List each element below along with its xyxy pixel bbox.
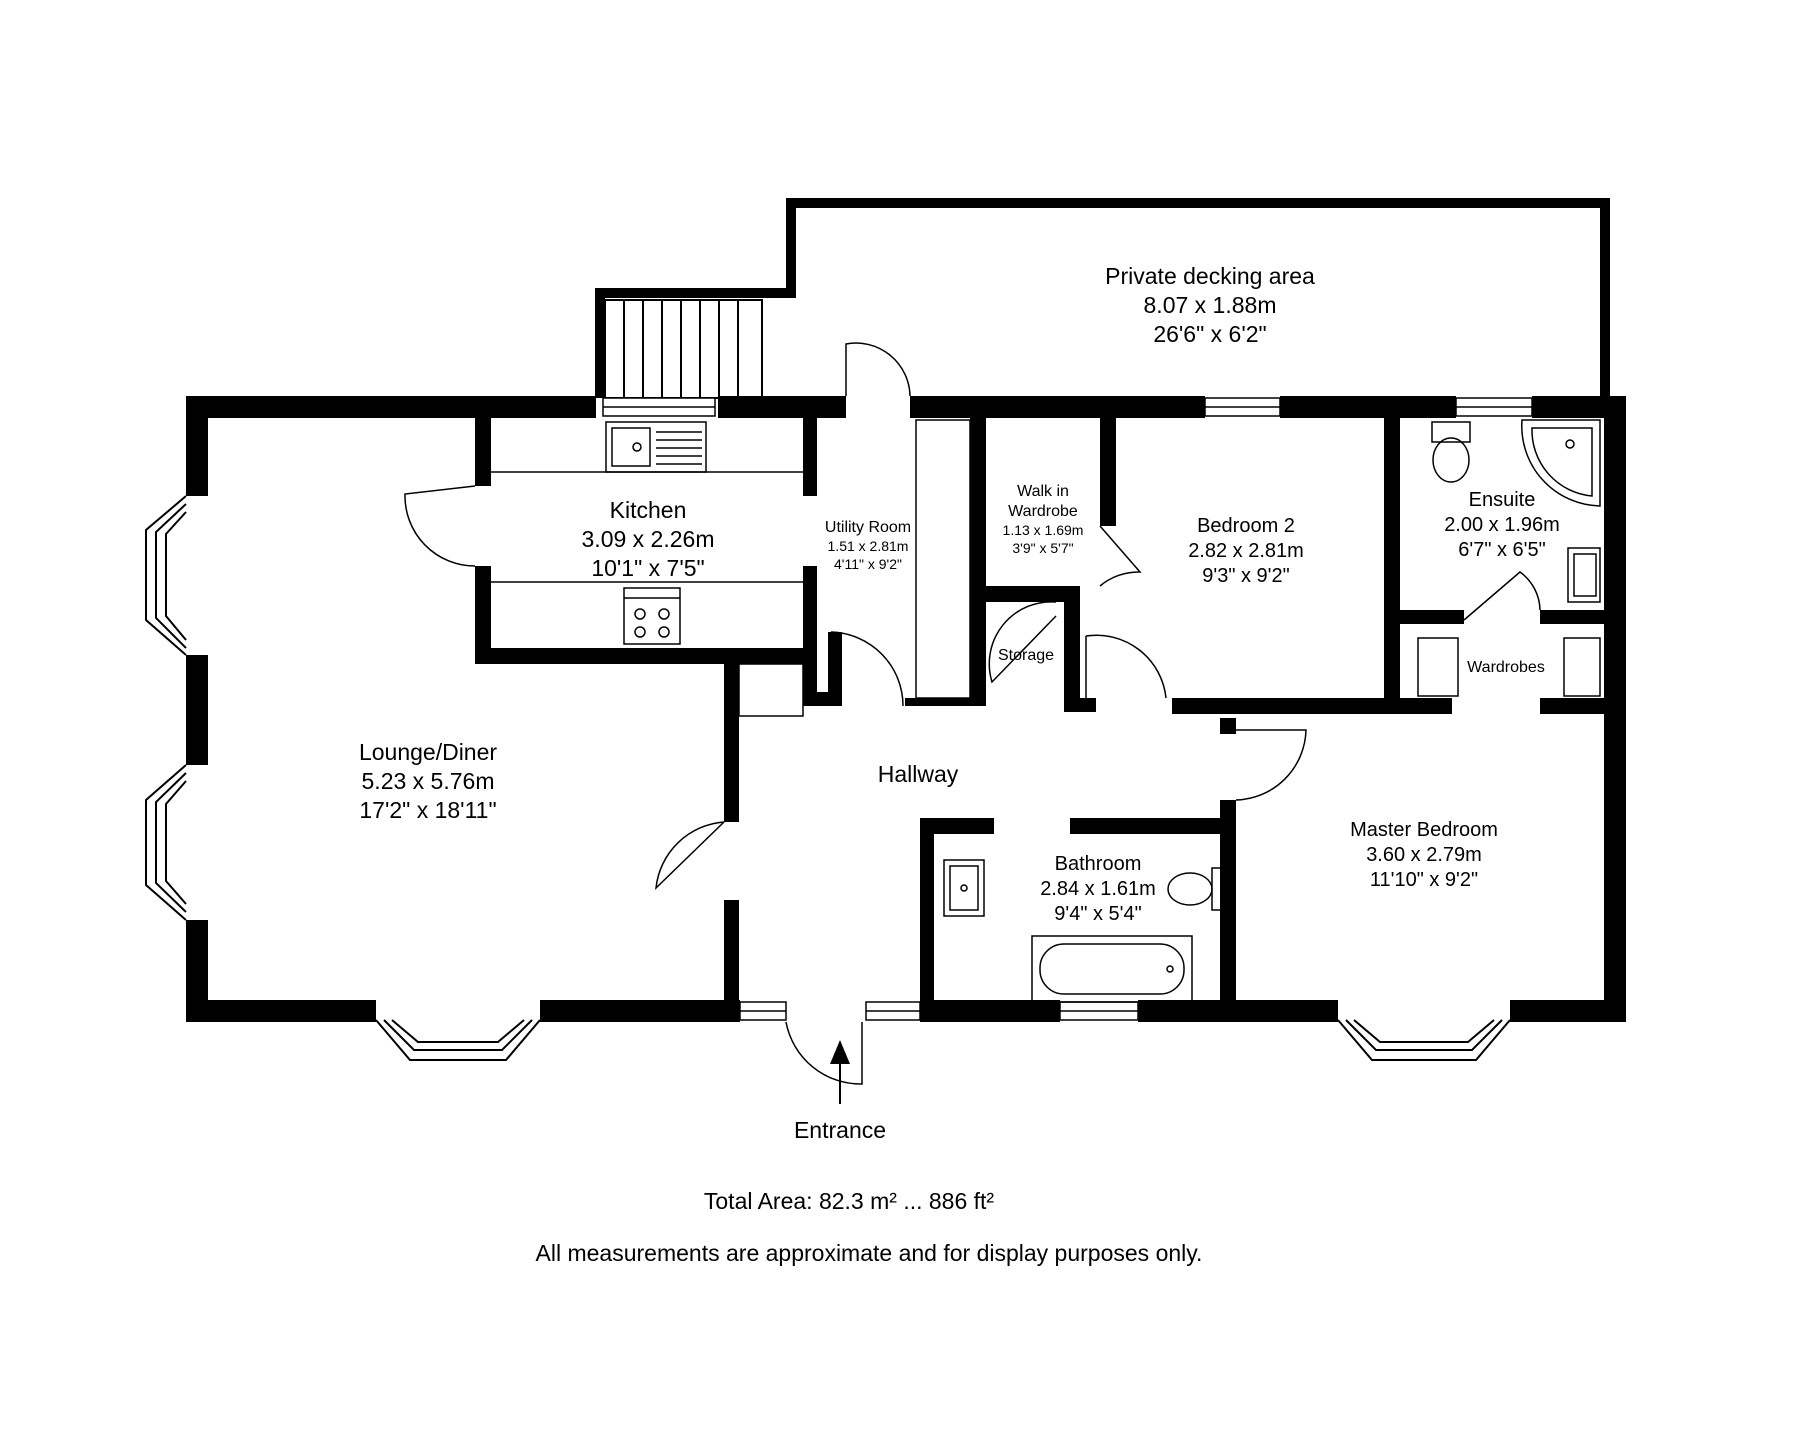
kitchen-name: Kitchen	[609, 497, 687, 523]
label-bedroom2: Bedroom 2 2.82 x 2.81m 9'3" x 9'2"	[1188, 514, 1304, 589]
interior-walls	[475, 416, 1606, 1020]
entrance-label: Entrance	[793, 1117, 887, 1143]
walkin-metric: 1.13 x 1.69m	[1002, 522, 1084, 538]
disclaimer: All measurements are approximate and for…	[535, 1240, 1203, 1266]
hallway-name: Hallway	[877, 761, 959, 787]
label-utility: Utility Room 1.51 x 2.81m 4'11" x 9'2"	[825, 518, 911, 573]
kitchen-metric: 3.09 x 2.26m	[581, 525, 715, 552]
ensuite-name: Ensuite	[1468, 489, 1536, 511]
exterior-walls	[186, 396, 1626, 1022]
bedroom2-imperial: 9'3" x 9'2"	[1202, 565, 1290, 587]
ensuite-fixtures	[1417, 419, 1601, 697]
label-hallway: Hallway	[878, 760, 959, 789]
walkin-name-line1: Walk in	[1017, 483, 1069, 500]
bedroom2-metric: 2.82 x 2.81m	[1188, 540, 1304, 562]
label-decking: Private decking area 8.07 x 1.88m 26'6" …	[1105, 262, 1315, 348]
bathroom-imperial: 9'4" x 5'4"	[1054, 903, 1142, 925]
utility-metric: 1.51 x 2.81m	[827, 538, 909, 554]
master-metric: 3.60 x 2.79m	[1366, 844, 1482, 866]
ensuite-imperial: 6'7" x 6'5"	[1458, 539, 1546, 561]
decking-steps	[604, 299, 763, 399]
storage-name: Storage	[997, 647, 1055, 664]
walkin-imperial: 3'9" x 5'7"	[1012, 539, 1074, 556]
walkin-name-line2: Wardrobe	[1008, 503, 1078, 520]
bay-windows	[145, 495, 1511, 1061]
label-bathroom: Bathroom 2.84 x 1.61m 9'4" x 5'4"	[1040, 852, 1156, 927]
windows	[602, 397, 1533, 1021]
master-imperial: 11'10" x 9'2"	[1369, 869, 1479, 891]
kitchen-imperial: 10'1" x 7'5"	[591, 554, 705, 581]
master-name: Master Bedroom	[1350, 819, 1498, 841]
decking-name: Private decking area	[1105, 263, 1315, 289]
decking-imperial: 26'6" x 6'2"	[1153, 320, 1267, 347]
utility-unit	[738, 419, 971, 717]
bathroom-metric: 2.84 x 1.61m	[1040, 878, 1156, 900]
wardrobes-name: Wardrobes	[1467, 659, 1545, 676]
label-kitchen: Kitchen 3.09 x 2.26m 10'1" x 7'5"	[582, 496, 715, 582]
ensuite-metric: 2.00 x 1.96m	[1444, 514, 1560, 536]
bathroom-fixtures	[943, 859, 1231, 1003]
decking-outline	[595, 198, 1610, 398]
lounge-metric: 5.23 x 5.76m	[361, 767, 495, 794]
label-wardrobes: Wardrobes	[1467, 658, 1545, 678]
kitchen-fixtures	[491, 421, 803, 645]
label-lounge: Lounge/Diner 5.23 x 5.76m 17'2" x 18'11"	[359, 738, 497, 824]
label-ensuite: Ensuite 2.00 x 1.96m 6'7" x 6'5"	[1444, 488, 1560, 563]
decking-metric: 8.07 x 1.88m	[1143, 291, 1277, 318]
doors	[404, 342, 1541, 1085]
bathroom-name: Bathroom	[1054, 853, 1142, 875]
label-master: Master Bedroom 3.60 x 2.79m 11'10" x 9'2…	[1350, 818, 1498, 893]
entrance-arrow	[830, 1040, 850, 1104]
label-storage: Storage	[998, 646, 1054, 666]
label-walkin: Walk in Wardrobe 1.13 x 1.69m 3'9" x 5'7…	[1003, 482, 1084, 557]
lounge-imperial: 17'2" x 18'11"	[359, 796, 497, 823]
bedroom2-name: Bedroom 2	[1197, 515, 1295, 537]
utility-name: Utility Room	[824, 519, 912, 536]
total-area: Total Area: 82.3 m² ... 886 ft²	[703, 1188, 995, 1214]
utility-imperial: 4'11" x 9'2"	[834, 555, 902, 572]
lounge-name: Lounge/Diner	[358, 739, 498, 765]
